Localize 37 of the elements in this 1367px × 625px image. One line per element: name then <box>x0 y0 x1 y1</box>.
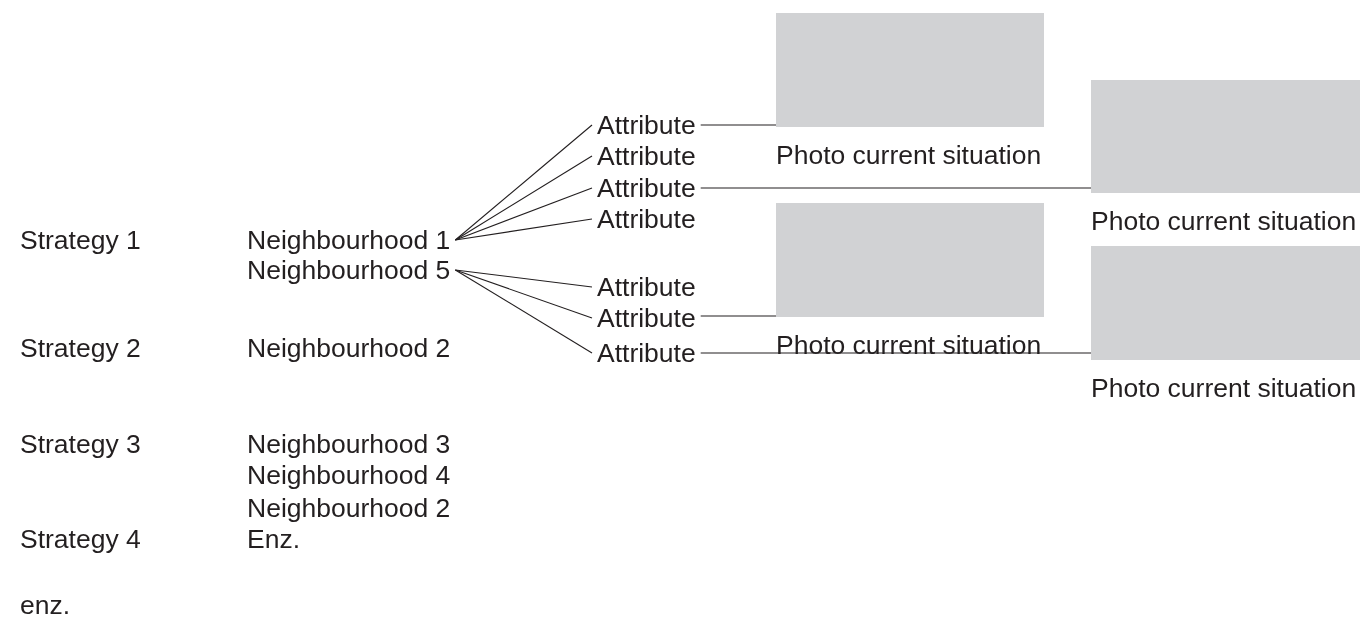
photo-placeholder <box>776 203 1044 317</box>
connector-line <box>454 124 593 241</box>
node-label: Attribute <box>592 110 701 140</box>
list-text: enz. <box>20 590 71 620</box>
photo-caption: Photo current situation <box>776 330 1042 360</box>
list-text: Strategy 3 <box>20 429 141 459</box>
photo-placeholder <box>776 13 1044 127</box>
connector-line <box>454 218 593 241</box>
list-text: Strategy 2 <box>20 333 141 363</box>
connector-line <box>454 269 593 319</box>
node-label: Attribute <box>592 141 701 171</box>
node-label: Attribute <box>592 204 701 234</box>
node-label: Attribute <box>592 272 701 302</box>
list-text: Enz. <box>247 524 301 554</box>
photo-caption: Photo current situation <box>776 140 1042 170</box>
connector-line <box>454 187 593 241</box>
connector-line <box>700 315 777 317</box>
connector-line <box>454 269 593 354</box>
list-text: Strategy 1 <box>20 225 141 255</box>
node-label: Attribute <box>592 338 701 368</box>
node-label: Attribute <box>592 173 701 203</box>
photo-caption: Photo current situation <box>1091 206 1357 236</box>
connector-line <box>700 187 1092 189</box>
node-label: Neighbourhood 5 <box>242 255 456 285</box>
photo-placeholder <box>1091 80 1360 193</box>
photo-caption: Photo current situation <box>1091 373 1357 403</box>
list-text: Neighbourhood 4 <box>247 460 451 490</box>
connector-line <box>700 352 1092 354</box>
connector-line <box>454 269 593 288</box>
node-label: Attribute <box>592 303 701 333</box>
list-text: Strategy 4 <box>20 524 141 554</box>
photo-placeholder <box>1091 246 1360 360</box>
list-text: Neighbourhood 3 <box>247 429 451 459</box>
connector-line <box>700 124 777 126</box>
list-text: Neighbourhood 2 <box>247 333 451 363</box>
node-label: Neighbourhood 1 <box>242 225 456 255</box>
list-text: Neighbourhood 2 <box>247 493 451 523</box>
